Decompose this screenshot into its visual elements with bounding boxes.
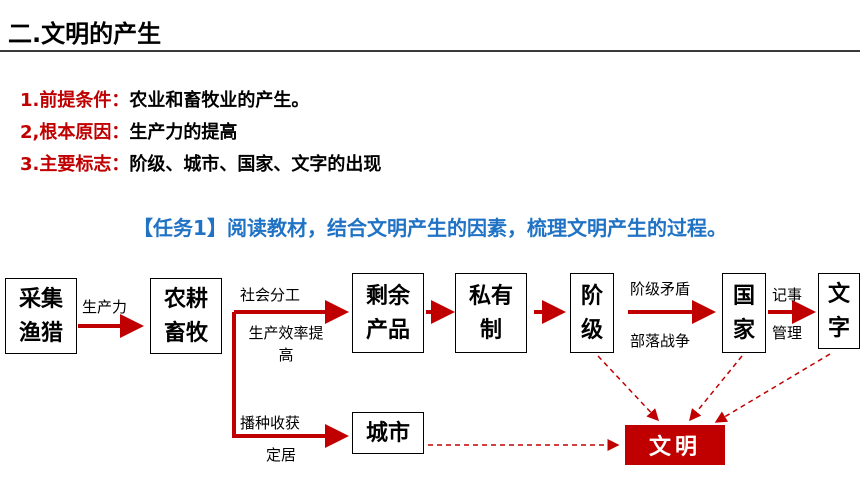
node-class: 阶级 [570, 273, 614, 353]
title-divider [0, 50, 860, 52]
label-division-of-labor: 社会分工 [240, 286, 301, 304]
point-2-label: 2,根本原因： [20, 122, 130, 143]
dash-state-civ [689, 355, 743, 422]
task-prompt: 【任务1】阅读教材，结合文明产生的因素，梳理文明产生的过程。 [133, 216, 727, 240]
label-class-conflict: 阶级矛盾 [630, 280, 691, 298]
node-civilization: 文明 [625, 425, 725, 465]
node-writing: 文字 [818, 273, 860, 349]
node-farming-herding: 农耕畜牧 [150, 278, 222, 354]
point-1-label: 1.前提条件： [20, 90, 130, 111]
point-3-text: 阶级、城市、国家、文字的出现 [129, 154, 382, 175]
label-record-keeping: 记事 [772, 286, 803, 304]
dash-class-civ [597, 355, 660, 422]
point-2: 2,根本原因：生产力的提高 [20, 118, 237, 144]
point-3: 3.主要标志：阶级、城市、国家、文字的出现 [20, 150, 381, 176]
label-tribal-war: 部落战争 [630, 332, 691, 350]
node-gather-hunt: 采集渔猎 [5, 278, 77, 354]
node-city: 城市 [352, 412, 424, 454]
point-2-text: 生产力的提高 [129, 122, 238, 143]
node-private-ownership: 私有制 [455, 273, 527, 353]
page-title: 二.文明的产生 [8, 20, 162, 48]
node-state: 国家 [722, 273, 766, 353]
point-1: 1.前提条件：农业和畜牧业的产生。 [20, 86, 309, 112]
label-productivity: 生产力 [82, 298, 128, 316]
label-sowing-harvest: 播种收获 [240, 414, 301, 432]
point-1-text: 农业和畜牧业的产生。 [129, 90, 310, 111]
label-efficiency: 生产效率提高 [248, 324, 324, 364]
label-management: 管理 [772, 324, 803, 342]
point-3-label: 3.主要标志： [20, 154, 130, 175]
label-settlement: 定居 [266, 446, 297, 464]
node-surplus: 剩余产品 [352, 273, 424, 353]
dash-writing-civ [714, 353, 831, 423]
